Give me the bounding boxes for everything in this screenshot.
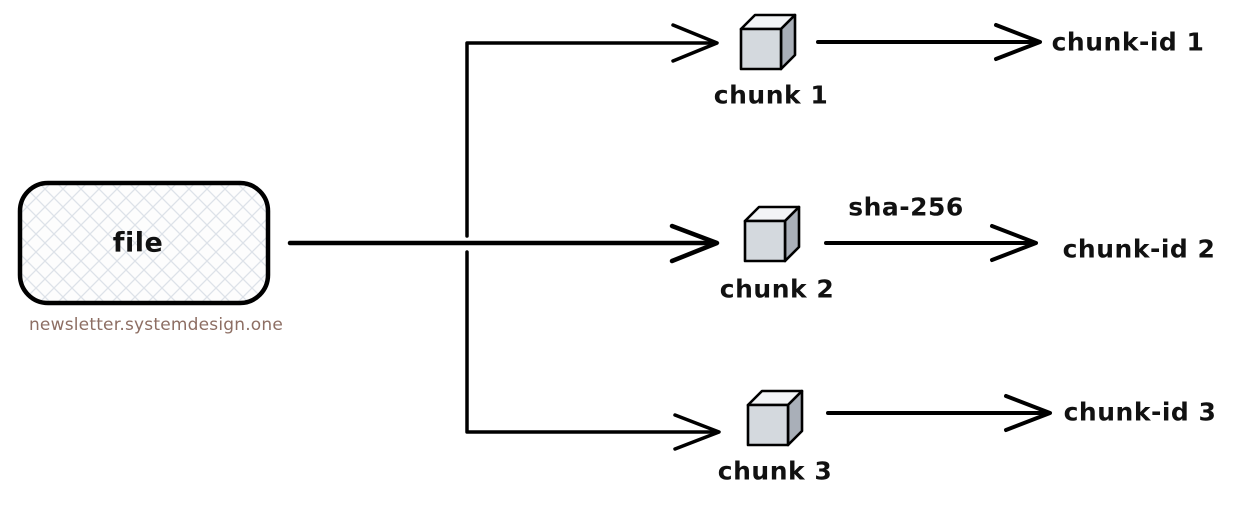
chunk-id-1-label: chunk-id 1 [1051, 27, 1205, 57]
chunk-id-2-label: chunk-id 2 [1062, 234, 1216, 264]
arrow-chunk-1-to-id [816, 23, 1042, 61]
arrow-chunk-2-to-id [824, 224, 1038, 262]
arrow-chunk-3-to-id [826, 394, 1052, 432]
chunk-id-3-label: chunk-id 3 [1063, 397, 1217, 427]
chunk-2-cube-icon [743, 205, 801, 263]
arrow-file-to-chunk-2 [287, 223, 720, 264]
chunk-2-label: chunk 2 [719, 274, 835, 304]
file-node-box [17, 180, 271, 306]
chunk-1-cube-icon [739, 13, 797, 71]
chunk-1-label: chunk 1 [713, 80, 829, 110]
split-branch-to-chunk-3 [465, 250, 721, 451]
split-branch-to-chunk-1 [465, 23, 719, 238]
chunk-3-cube-icon [746, 389, 804, 447]
watermark-label: newsletter.systemdesign.one [28, 315, 284, 335]
file-label: file [112, 227, 164, 259]
sha-256-label: sha-256 [848, 192, 964, 222]
chunk-3-label: chunk 3 [717, 456, 833, 486]
